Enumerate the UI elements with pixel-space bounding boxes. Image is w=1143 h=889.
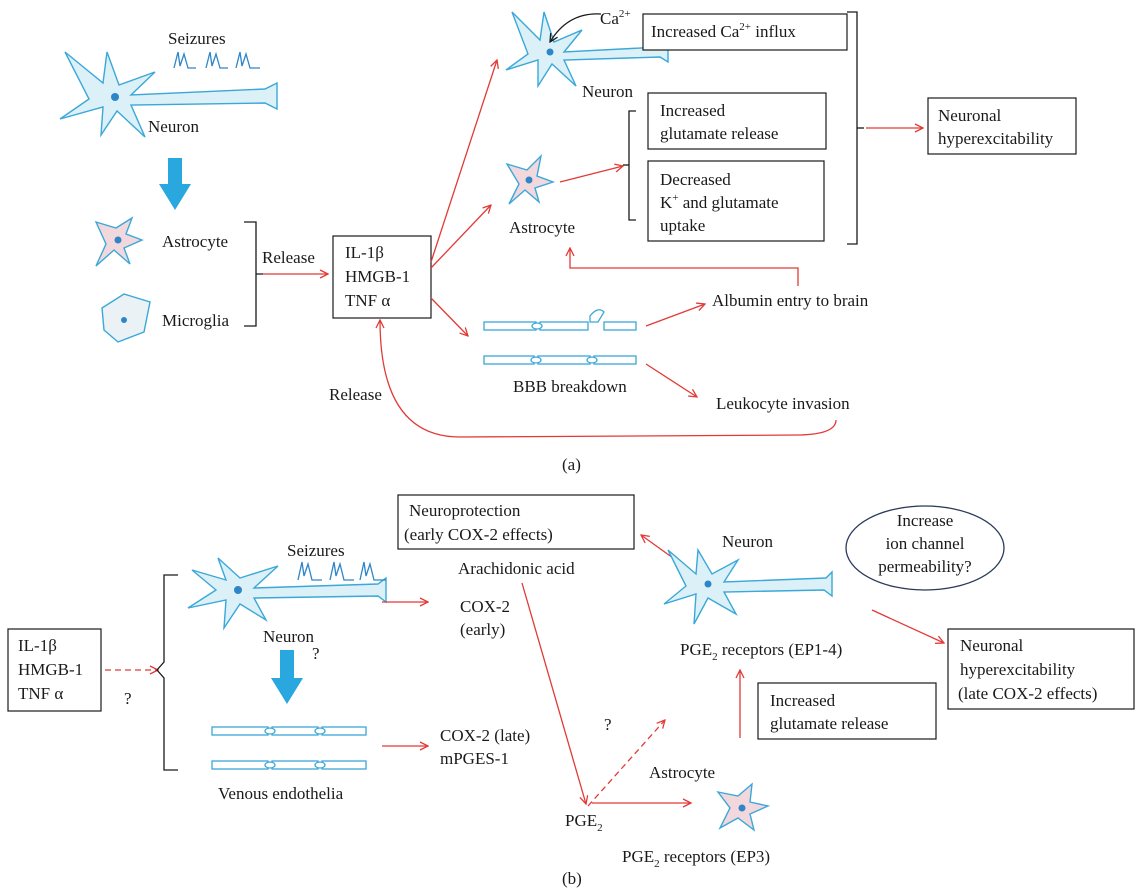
- cytokine-b-hmgb1: HMGB-1: [18, 660, 83, 679]
- ca-influx-label: Increased Ca2+ influx: [651, 21, 796, 41]
- glutamate-release-box: [647, 92, 827, 150]
- hyperexcitability-b-line2: hyperexcitability: [960, 660, 1076, 679]
- hyperexcitability-line2: hyperexcitability: [938, 129, 1054, 148]
- ep3-label: PGE2 receptors (EP3): [622, 847, 770, 870]
- neuron-b-right-label: Neuron: [722, 532, 773, 551]
- astrocyte-right-label: Astrocyte: [509, 218, 575, 237]
- effects-bracket: [847, 11, 858, 245]
- astrocyte-effects-bracket: [628, 110, 636, 221]
- albumin-label: Albumin entry to brain: [712, 291, 869, 310]
- question-mark-3: ?: [604, 715, 612, 734]
- ca-influx-box: [642, 13, 848, 51]
- neuroprotection-box: [397, 494, 635, 550]
- question-mark-2: ?: [312, 644, 320, 663]
- hyperexcitability-line1: Neuronal: [938, 106, 1002, 125]
- neuron-b-label: Neuron: [263, 627, 314, 646]
- bbb-to-leukocyte-arrow: [645, 363, 697, 397]
- seizures-label: Seizures: [168, 29, 226, 48]
- glutamate-release-line1: Increased: [660, 101, 726, 120]
- neuron-to-hyperexcitability-arrow: [871, 609, 944, 643]
- seizures-b-label: Seizures: [287, 541, 345, 560]
- ion-channel-line1: Increase: [897, 511, 954, 530]
- ep14-label: PGE2 receptors (EP1-4): [680, 640, 842, 663]
- ion-channel-line3: permeability?: [878, 557, 971, 576]
- astrocyte-cell-icon: [94, 216, 144, 267]
- glutamate-release-b-line1: Increased: [770, 691, 836, 710]
- down-arrow-b-icon: [271, 650, 303, 704]
- bbb-vessel-icon: [483, 309, 637, 365]
- release-bottom-label: Release: [329, 385, 382, 404]
- decreased-uptake-line1: Decreased: [660, 170, 731, 189]
- glutamate-release-line2: glutamate release: [660, 124, 778, 143]
- astrocyte-to-effects-arrow: [559, 166, 623, 183]
- seizure-spikes-b-icon: [297, 561, 386, 581]
- astrocyte-b-label: Astrocyte: [649, 763, 715, 782]
- albumin-to-astrocyte-arrow: [570, 248, 799, 286]
- ion-channel-line2: ion channel: [886, 534, 965, 553]
- microglia-label: Microglia: [162, 311, 229, 330]
- glutamate-release-b-line2: glutamate release: [770, 714, 888, 733]
- ca-label: Ca2+: [600, 8, 631, 28]
- cytokine-il1b: IL-1β: [345, 243, 384, 262]
- glutamate-release-b-box: [757, 682, 937, 740]
- decreased-uptake-line3: uptake: [660, 216, 705, 235]
- venous-label: Venous endothelia: [218, 784, 344, 803]
- cox2-late-line2: mPGES-1: [440, 749, 509, 768]
- arrow-to-bbb: [430, 297, 468, 336]
- hyperexcitability-box-b: [947, 628, 1135, 710]
- microglia-cell-icon: [101, 293, 151, 343]
- leukocyte-release-loop: [380, 320, 837, 438]
- hyperexcitability-b-line1: Neuronal: [960, 636, 1024, 655]
- neuron-b-right-cell-icon: [663, 547, 833, 625]
- cox2-late-line1: COX-2 (late): [440, 726, 530, 745]
- bbb-label: BBB breakdown: [513, 377, 627, 396]
- cytokine-box-b: [7, 628, 102, 712]
- bracket-b: [156, 574, 178, 771]
- astrocyte-right-cell-icon: [505, 153, 556, 205]
- cytokine-b-tnfa: TNF α: [18, 684, 63, 703]
- venous-vessel-icon: [211, 726, 367, 770]
- neuron-cell-icon: [59, 51, 278, 138]
- leukocyte-label: Leukocyte invasion: [716, 394, 850, 413]
- cox2-early-line2: (early): [460, 620, 505, 639]
- arrow-to-astrocyte: [430, 205, 491, 269]
- ion-channel-ellipse: [845, 505, 1005, 591]
- decreased-uptake-box: [647, 160, 825, 242]
- hyperexcitability-b-line3: (late COX-2 effects): [958, 684, 1097, 703]
- bbb-to-albumin-arrow: [645, 304, 705, 327]
- neuroprotection-line1: Neuroprotection: [409, 501, 521, 520]
- astrocyte-label: Astrocyte: [162, 232, 228, 251]
- release-label: Release: [262, 248, 315, 267]
- hyperexcitability-box-a: [927, 97, 1077, 155]
- arachidonic-to-pge2-arrow: [521, 582, 586, 804]
- arachidonic-label: Arachidonic acid: [458, 559, 575, 578]
- caption-a: (a): [562, 455, 581, 474]
- bracket-icon: [244, 221, 263, 327]
- cytokine-hmgb1: HMGB-1: [345, 267, 410, 286]
- neuroprotection-line2: (early COX-2 effects): [404, 525, 553, 544]
- cytokine-tnfa: TNF α: [345, 291, 390, 310]
- ca-curved-arrow: [550, 13, 602, 42]
- panel-a: Seizures Neuron Astrocyte Microglia Rele…: [59, 8, 1077, 474]
- pge2-label: PGE2: [565, 811, 603, 834]
- arrow-to-neuron: [430, 60, 497, 263]
- panel-b: IL-1β HMGB-1 TNF α ? Seizures Neuron ?: [7, 494, 1135, 888]
- cox2-early-line1: COX-2: [460, 597, 510, 616]
- down-arrow-icon: [159, 158, 191, 210]
- decreased-uptake-line2: K+ and glutamate: [660, 192, 779, 212]
- caption-b: (b): [562, 869, 582, 888]
- neuron-label: Neuron: [148, 117, 199, 136]
- neuron-right-label: Neuron: [582, 82, 633, 101]
- neuron-b-cell-icon: [187, 557, 387, 631]
- seizure-spikes-icon: [173, 51, 260, 69]
- cytokine-b-il1b: IL-1β: [18, 636, 57, 655]
- question-mark-1: ?: [124, 689, 132, 708]
- astrocyte-b-cell-icon: [716, 782, 771, 832]
- cytokine-box: [332, 235, 432, 319]
